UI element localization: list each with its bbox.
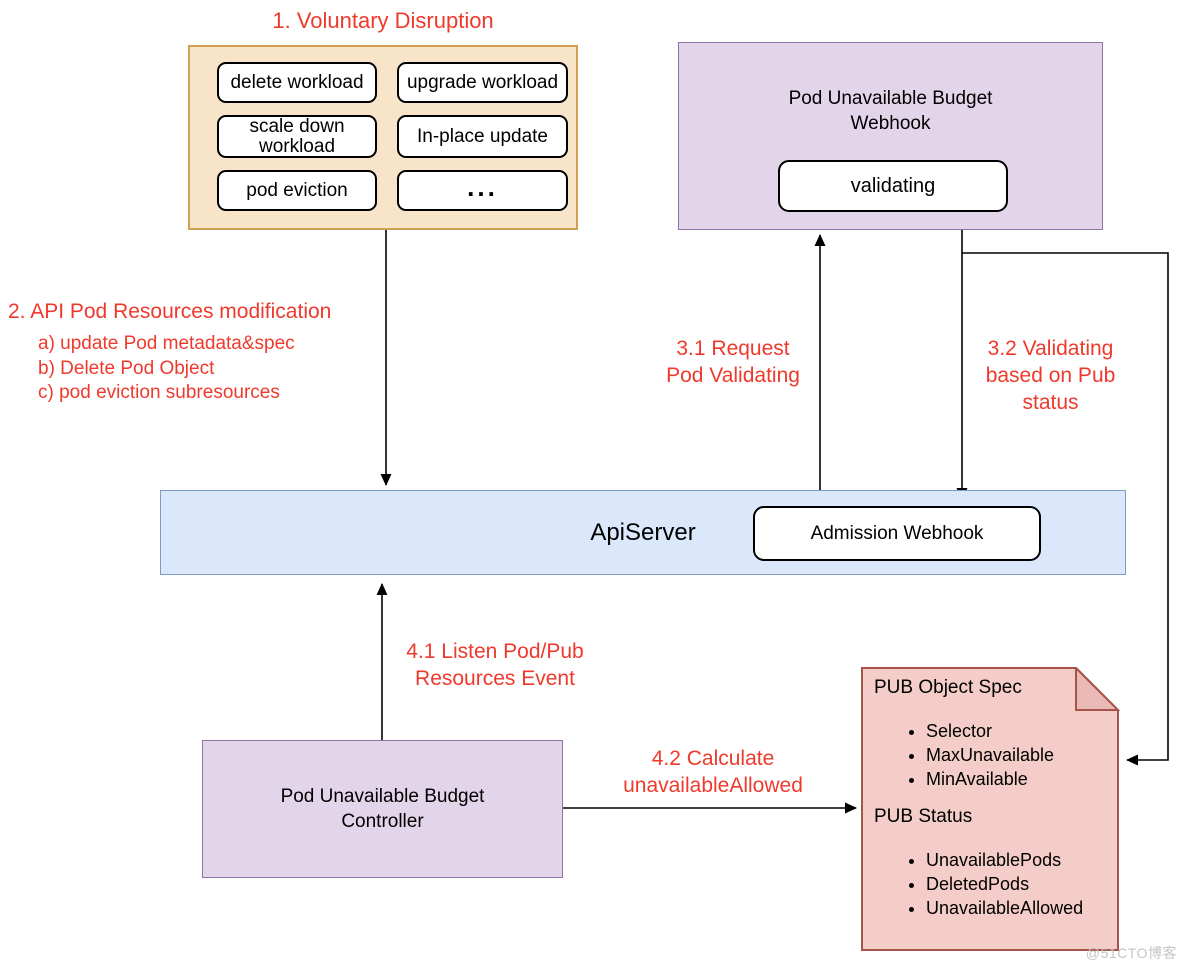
pub-spec-title: PUB Object Spec [874, 677, 1022, 698]
label-calculate-unavailable-allowed: 4.2 Calculate unavailableAllowed [623, 747, 803, 797]
api-modification-title: 2. API Pod Resources modification [8, 300, 332, 323]
pub-controller-box: Pod Unavailable Budget Controller [202, 740, 563, 878]
note-shape [861, 667, 1120, 951]
api-modification-item-b: b) Delete Pod Object [38, 357, 215, 379]
label-listen-pod-pub-resources: 4.1 Listen Pod/Pub Resources Event [406, 640, 584, 690]
pub-webhook-title: Pod Unavailable Budget Webhook [788, 88, 993, 134]
pub-status-title: PUB Status [874, 806, 973, 827]
pub-object-note: PUB Object Spec Selector MaxUnavailable … [861, 667, 1120, 952]
voluntary-disruption-title: 1. Voluntary Disruption [272, 8, 494, 33]
action-pod-eviction: pod eviction [217, 170, 377, 211]
pub-spec-item: MinAvailable [926, 767, 1112, 791]
pub-spec-item: MaxUnavailable [926, 743, 1112, 767]
api-modification-item-c: c) pod eviction subresources [38, 382, 280, 403]
apiserver-bar: ApiServer Admission Webhook [160, 490, 1126, 575]
voluntary-disruption-container: delete workload upgrade workload scale d… [188, 45, 578, 230]
admission-webhook-box: Admission Webhook [753, 506, 1041, 561]
pub-spec-list: Selector MaxUnavailable MinAvailable [874, 719, 1112, 791]
apiserver-label: ApiServer [590, 518, 696, 546]
pub-webhook-box: Pod Unavailable Budget Webhook validatin… [678, 42, 1103, 230]
pub-status-item: DeletedPods [926, 872, 1112, 896]
api-modification-item-a: a) update Pod metadata&spec [38, 333, 295, 354]
label-request-pod-validating: 3.1 Request Pod Validating [666, 337, 800, 387]
folded-corner [1075, 667, 1120, 711]
action-in-place-update: In-place update [397, 115, 568, 158]
pub-status-item: UnavailableAllowed [926, 896, 1112, 920]
api-modification-block: 2. API Pod Resources modification a) upd… [8, 300, 408, 406]
action-scale-down-workload: scale down workload [217, 115, 377, 158]
pub-spec-item: Selector [926, 719, 1112, 743]
action-upgrade-workload: upgrade workload [397, 62, 568, 103]
action-delete-workload: delete workload [217, 62, 377, 103]
pub-status-item: UnavailablePods [926, 848, 1112, 872]
validating-box: validating [778, 160, 1008, 212]
label-validating-based-on-pub-status: 3.2 Validating based on Pub status [985, 337, 1116, 414]
site-watermark: @51CTO博客 [1085, 945, 1177, 961]
pub-note-content: PUB Object Spec Selector MaxUnavailable … [874, 677, 1112, 920]
action-more: ... [397, 170, 568, 211]
pub-status-list: UnavailablePods DeletedPods UnavailableA… [874, 848, 1112, 920]
